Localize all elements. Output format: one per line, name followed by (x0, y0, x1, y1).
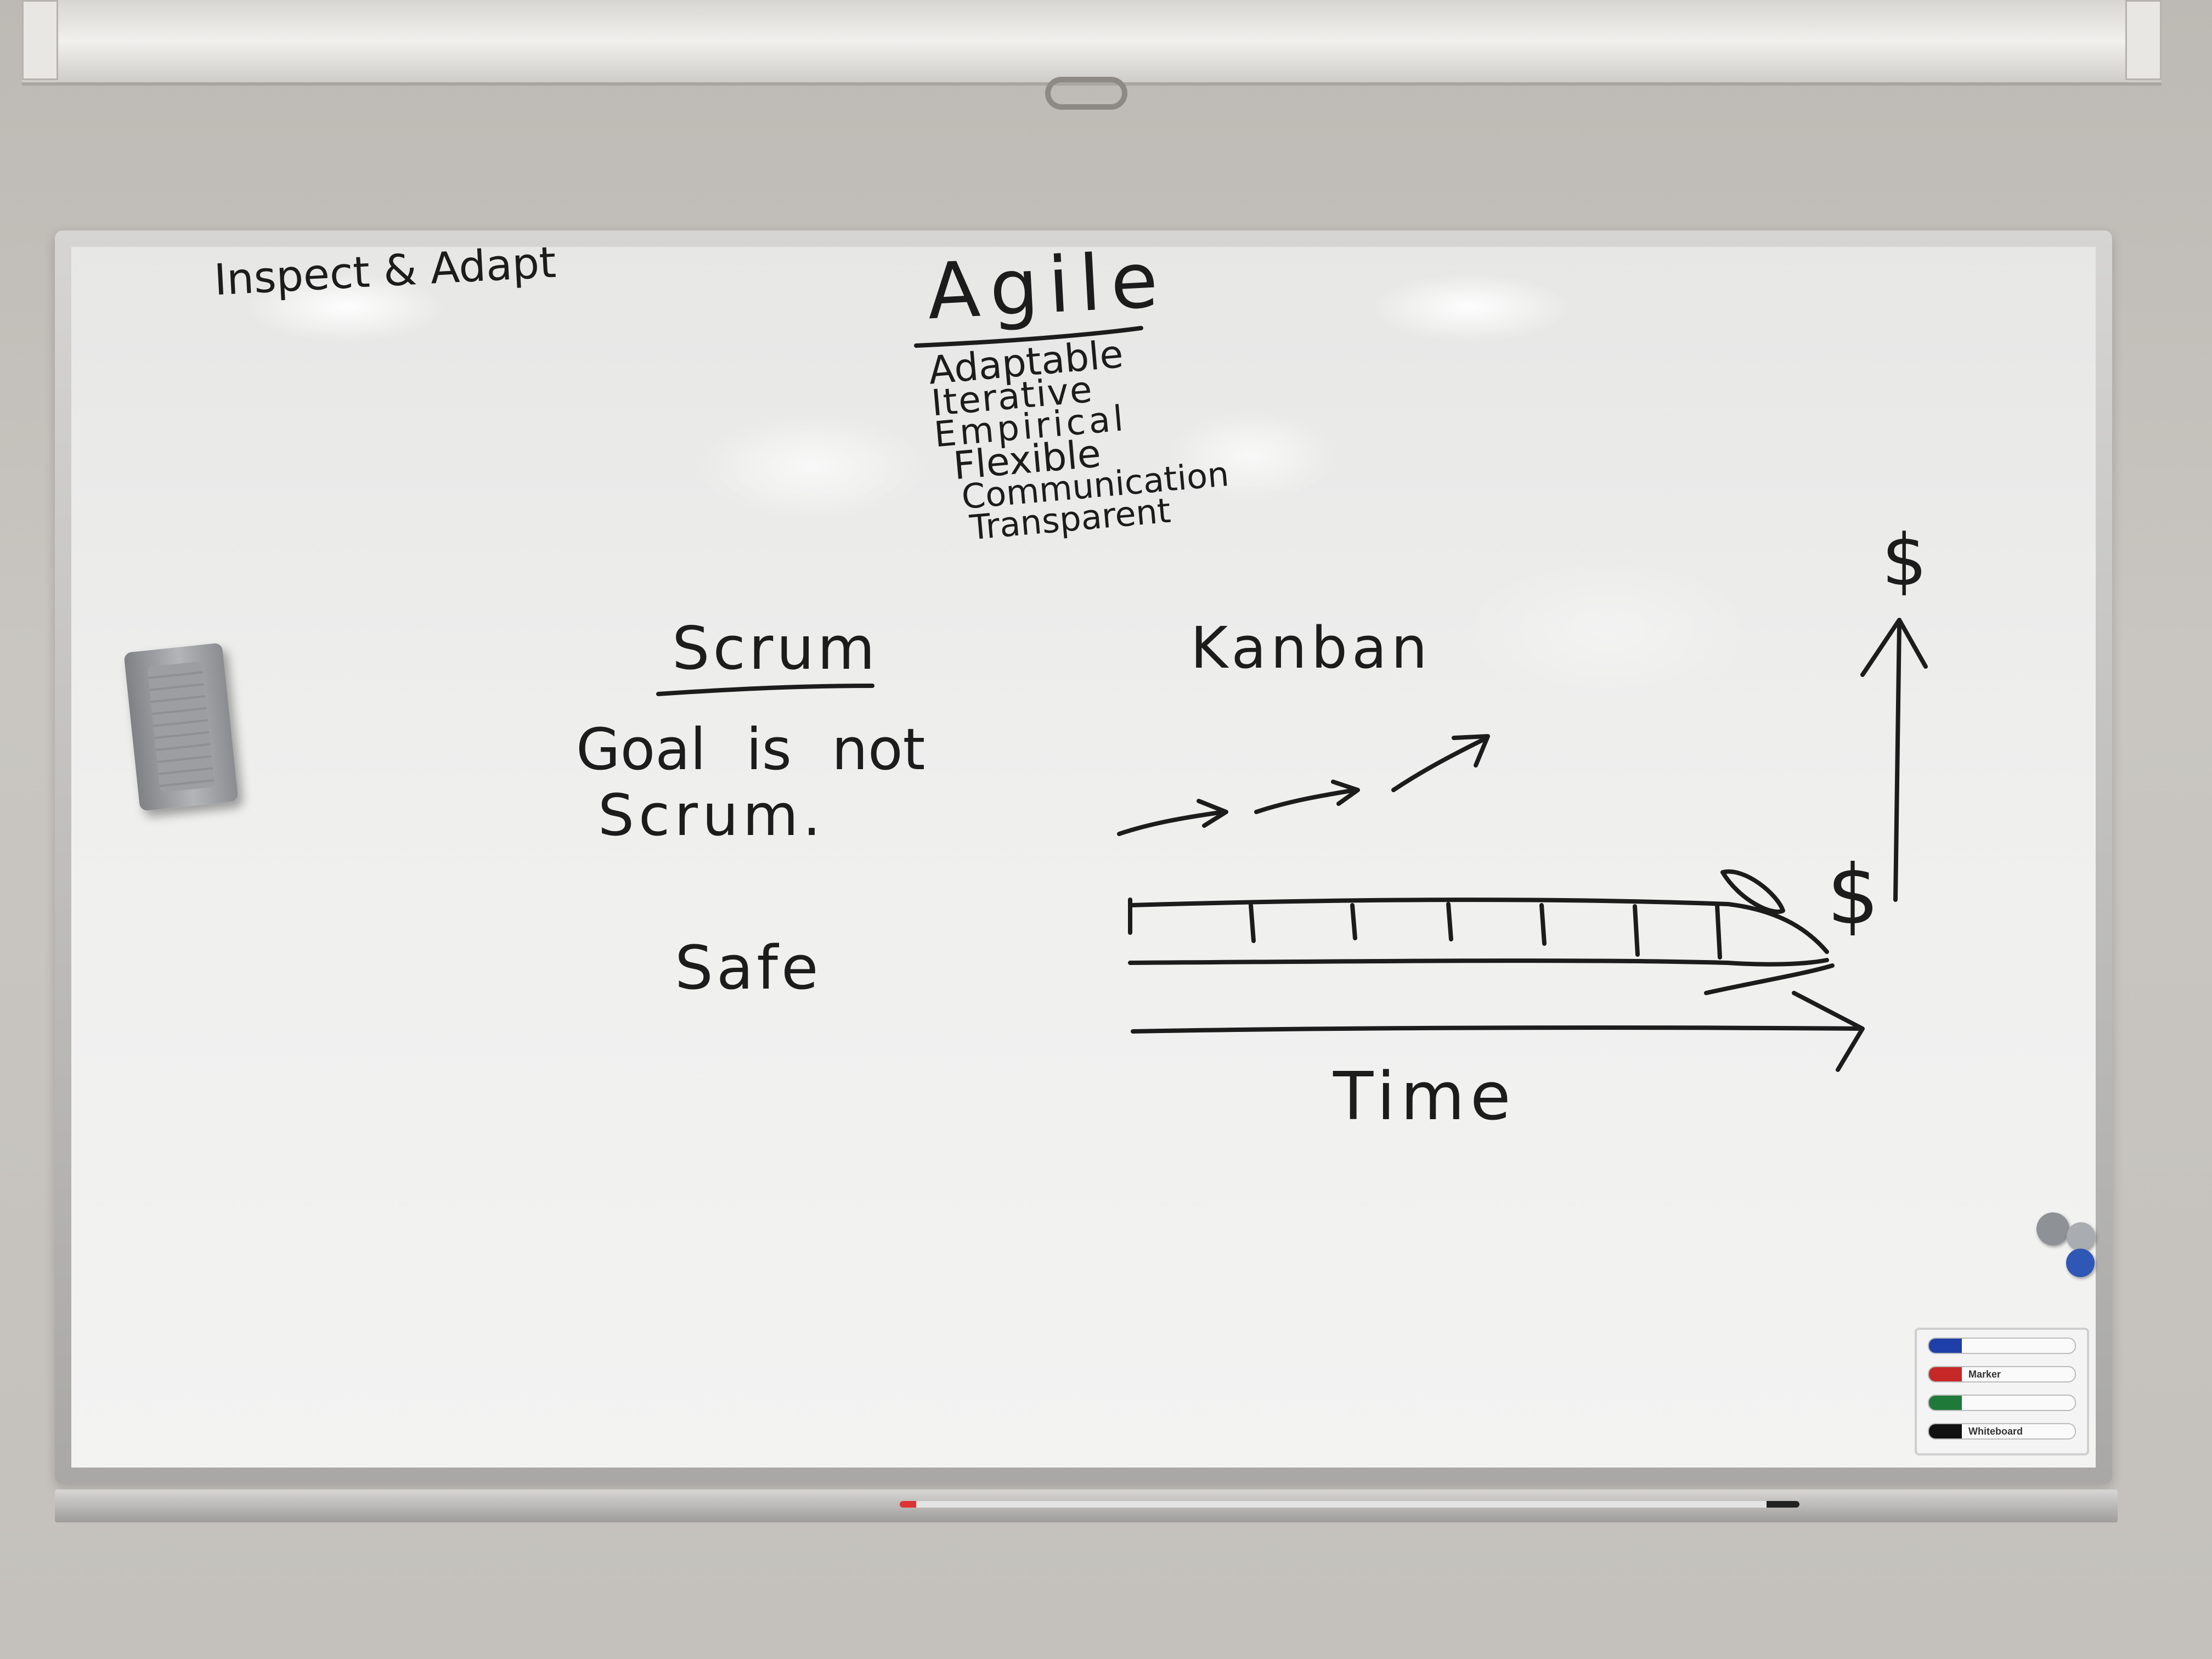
black-marker[interactable]: Whiteboard (1928, 1423, 2076, 1440)
marker-cap (1929, 1424, 1962, 1438)
marker-label: Whiteboard (1968, 1426, 2023, 1437)
dollar-sign-right: $ (1827, 848, 1880, 943)
screen-bracket-left (22, 0, 58, 80)
projector-screen-housing (22, 0, 2162, 86)
time-label: Time (1333, 1059, 1516, 1135)
magnet[interactable] (2036, 1212, 2069, 1245)
whiteboard-surface (71, 247, 2096, 1468)
marker-cap (1929, 1367, 1962, 1381)
pointer-pen[interactable] (900, 1501, 1799, 1508)
red-marker[interactable]: Marker (1928, 1366, 2076, 1383)
scrum-note-line2: Scrum. (598, 782, 826, 849)
blue-marker[interactable] (1928, 1338, 2076, 1354)
marker-holder: Marker Whiteboard (1915, 1328, 2089, 1455)
magnet[interactable] (2066, 1249, 2095, 1277)
kanban-label: Kanban (1190, 614, 1432, 681)
marker-cap (1929, 1396, 1962, 1410)
screen-pull-handle[interactable] (1045, 77, 1127, 110)
agile-terms-list: Adaptable Iterative Empirical Flexible C… (927, 330, 1231, 548)
safe-label: Safe (675, 933, 822, 1003)
scrum-note-line1: Goal is not (576, 716, 926, 783)
marker-cap (1929, 1339, 1962, 1353)
green-marker[interactable] (1928, 1395, 2076, 1411)
screen-bracket-right (2125, 0, 2162, 80)
magnet[interactable] (2067, 1222, 2095, 1251)
marker-label: Marker (1968, 1369, 2001, 1380)
whiteboard-eraser[interactable] (123, 642, 239, 811)
dollar-sign-top: $ (1882, 518, 1927, 602)
scrum-heading: Scrum (672, 614, 878, 683)
agile-title: Agile (925, 235, 1170, 337)
